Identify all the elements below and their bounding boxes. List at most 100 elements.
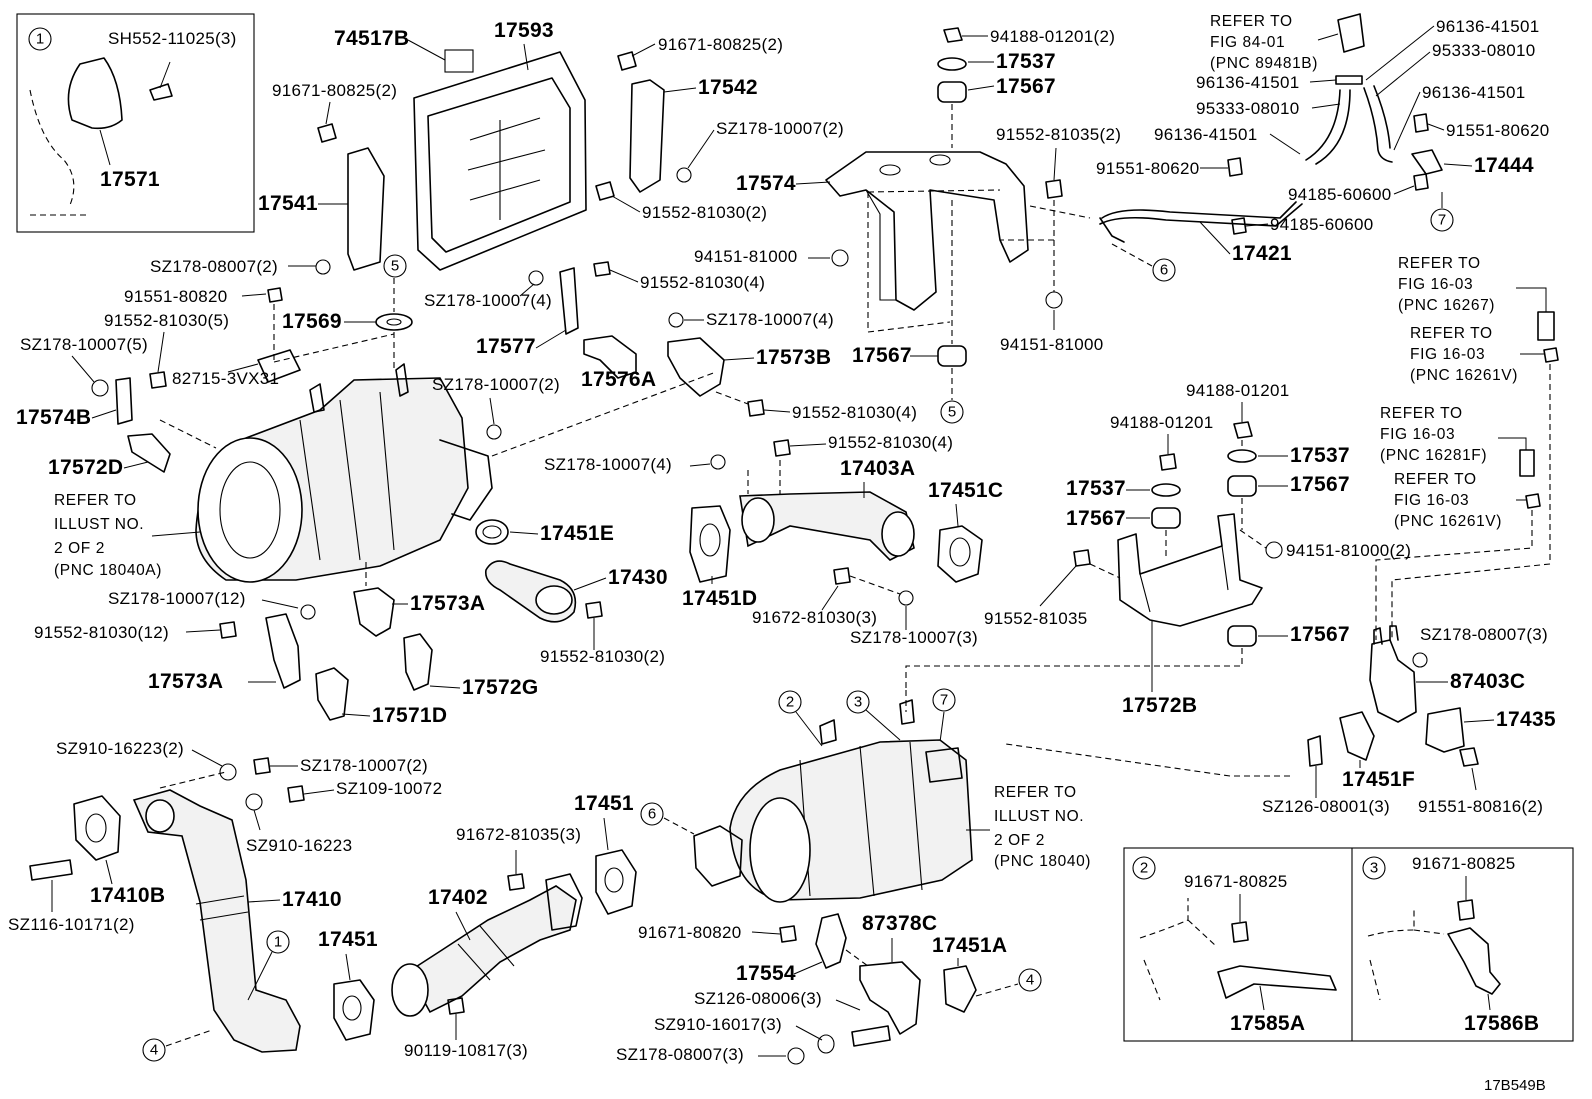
part-94185-60600-a: 94185-60600 (1288, 185, 1392, 204)
part-17402: 17402 (428, 886, 488, 909)
bracket-17572B-group: 94188-01201 94188-01201 17537 17537 1756… (905, 381, 1411, 717)
part-94188-01201-a: 94188-01201 (1186, 381, 1290, 400)
part-91672-81030-3: 91672-81030(3) (752, 608, 877, 627)
part-SZ109-10072: SZ109-10072 (336, 779, 442, 798)
part-17537-c: 17537 (1066, 477, 1126, 500)
sensor-tubes-group: REFER TO FIG 84-01 (PNC 89481B) 96136-41… (1096, 13, 1550, 282)
part-87378C: 87378C (862, 912, 937, 935)
part-17576A: 17576A (581, 368, 656, 391)
part-SZ910-16017-3: SZ910-16017(3) (654, 1015, 782, 1034)
ref-illust-a-line2: ILLUST NO. (54, 516, 144, 533)
part-SZ178-10007-2-a: SZ178-10007(2) (716, 119, 844, 138)
part-94151-81000-2: 94151-81000(2) (1286, 541, 1411, 560)
part-91551-80620-a: 91551-80620 (1446, 121, 1550, 140)
ref-16261b-line3: (PNC 16261V) (1394, 513, 1502, 530)
part-94188-01201-b: 94188-01201 (1110, 413, 1214, 432)
part-91552-81030-12: 91552-81030(12) (34, 623, 169, 642)
part-94151-81000-a: 94151-81000 (694, 247, 798, 266)
part-91552-81035-2: 91552-81035(2) (996, 125, 1121, 144)
part-96136-41501-d: 96136-41501 (1154, 125, 1258, 144)
part-17567-c: 17567 (1290, 473, 1350, 496)
inset-1-bolt-label: SH552-11025(3) (108, 29, 237, 48)
part-SZ116-10171-2: SZ116-10171(2) (8, 915, 135, 934)
dpf-left-assembly: 82715-3VX31 17574B 17572D REFER TO ILLUS… (16, 333, 717, 583)
part-17435: 17435 (1496, 708, 1556, 731)
ref-16267-line3: (PNC 16267) (1398, 297, 1495, 314)
part-91552-81030-4-c: 91552-81030(4) (828, 433, 953, 452)
part-SZ178-10007-4-b: SZ178-10007(4) (706, 310, 834, 329)
part-17410B: 17410B (90, 884, 165, 907)
gasket-17569-group: 17569 91551-80820 91552-81030(5) SZ178-1… (20, 278, 413, 397)
part-17541: 17541 (258, 192, 318, 215)
part-91551-80820: 91551-80820 (124, 287, 228, 306)
part-17572G: 17572G (462, 676, 539, 699)
part-17451E: 17451E (540, 522, 614, 545)
ref-8401-line2: FIG 84-01 (1210, 34, 1285, 51)
part-90119-10817-3: 90119-10817(3) (404, 1041, 528, 1060)
part-SZ178-10007-4-c: SZ178-10007(4) (544, 455, 672, 474)
ref-16267-line1: REFER TO (1398, 255, 1481, 272)
ref-illust-b-line1: REFER TO (994, 784, 1077, 801)
hanger-group: 91671-80820 17554 87378C 17451A 4 SZ126-… (616, 912, 1042, 1065)
part-17567-d: 17567 (1066, 507, 1126, 530)
part-91551-80620-b: 91551-80620 (1096, 159, 1200, 178)
insets-2-3: 2 91671-80825 17585A 3 91671-80825 17586… (1123, 847, 1574, 1042)
callout-1: 1 (274, 934, 282, 951)
inset-3-part-label: 17586B (1464, 1012, 1539, 1035)
ref-16281-line1: REFER TO (1380, 405, 1463, 422)
part-94185-60600-b: 94185-60600 (1270, 215, 1374, 234)
pipe-17403A-group: SZ178-10007(4) 91552-81030(4) 17403A 174… (544, 433, 1003, 647)
bracket-17542-group: 91671-80825(2) 17542 SZ178-10007(2) 9155… (595, 35, 844, 222)
part-17451-a: 17451 (318, 928, 378, 951)
ref-8401-line1: REFER TO (1210, 13, 1293, 30)
part-17572D: 17572D (48, 456, 123, 479)
ref-8401-line3: (PNC 89481B) (1210, 55, 1318, 72)
ref-16267-line2: FIG 16-03 (1398, 276, 1473, 293)
ref-illust-b-line3: 2 OF 2 (994, 832, 1045, 849)
part-91552-81030-4-a: 91552-81030(4) (640, 273, 765, 292)
part-91552-81030-5: 91552-81030(5) (104, 311, 229, 330)
ref-illust-a-line4: (PNC 18040A) (54, 562, 162, 579)
diagram-code: 17B549B (1484, 1077, 1546, 1094)
callout-7-b: 7 (940, 692, 948, 709)
part-17572B: 17572B (1122, 694, 1197, 717)
callout-6-b: 6 (648, 806, 656, 823)
part-17554: 17554 (736, 962, 796, 985)
part-SZ910-16223-2: SZ910-16223(2) (56, 739, 184, 758)
ref-illust-b-line2: ILLUST NO. (994, 808, 1084, 825)
part-SZ178-08007-2: SZ178-08007(2) (150, 257, 278, 276)
callout-4-b: 4 (1026, 972, 1034, 989)
right-refs-group: REFER TO FIG 16-03 (PNC 16267) REFER TO … (1005, 255, 1559, 816)
dpf-cover-group: 74517B 17593 (334, 19, 587, 271)
part-SZ178-08007-3-b: SZ178-08007(3) (616, 1045, 744, 1064)
part-SZ178-10007-3: SZ178-10007(3) (850, 628, 978, 647)
part-SZ178-10007-12: SZ178-10007(12) (108, 589, 246, 608)
part-94188-01201-2: 94188-01201(2) (990, 27, 1115, 46)
pipe-17402-group: 17402 91672-81035(3) 90119-10817(3) 1745… (391, 792, 637, 1060)
part-82715-3VX31: 82715-3VX31 (172, 369, 279, 388)
part-17574: 17574 (736, 172, 796, 195)
part-17451D: 17451D (682, 587, 757, 610)
part-17444: 17444 (1474, 154, 1534, 177)
part-17451A: 17451A (932, 934, 1007, 957)
brackets-lower-left-group: SZ178-10007(12) 17573A 91552-81030(12) 1… (34, 562, 539, 727)
part-91671-80825-top: 91671-80825(2) (658, 35, 783, 54)
inset-1: 1 SH552-11025(3) 17571 (16, 13, 255, 233)
part-87403C: 87403C (1450, 670, 1525, 693)
part-17567-e: 17567 (1290, 623, 1350, 646)
callout-5-a: 5 (391, 258, 399, 275)
part-17574B: 17574B (16, 406, 91, 429)
ref-illust-b-line4: (PNC 18040) (994, 853, 1091, 870)
inset-2-callout: 2 (1140, 860, 1148, 877)
part-74517B: 74517B (334, 27, 409, 50)
part-SZ126-08006-3: SZ126-08006(3) (694, 989, 822, 1008)
part-91551-80816-2: 91551-80816(2) (1418, 797, 1543, 816)
inset-2-bolt-label: 91671-80825 (1184, 872, 1288, 891)
ref-16261b-line1: REFER TO (1394, 471, 1477, 488)
part-91552-81030-2-a: 91552-81030(2) (642, 203, 767, 222)
callout-6-a: 6 (1160, 262, 1168, 279)
part-17410: 17410 (282, 888, 342, 911)
ref-16261a-line2: FIG 16-03 (1410, 346, 1485, 363)
brackets-mid-group: SZ178-10007(4) 91552-81030(4) 17577 1757… (424, 261, 917, 422)
callout-3: 3 (854, 694, 862, 711)
